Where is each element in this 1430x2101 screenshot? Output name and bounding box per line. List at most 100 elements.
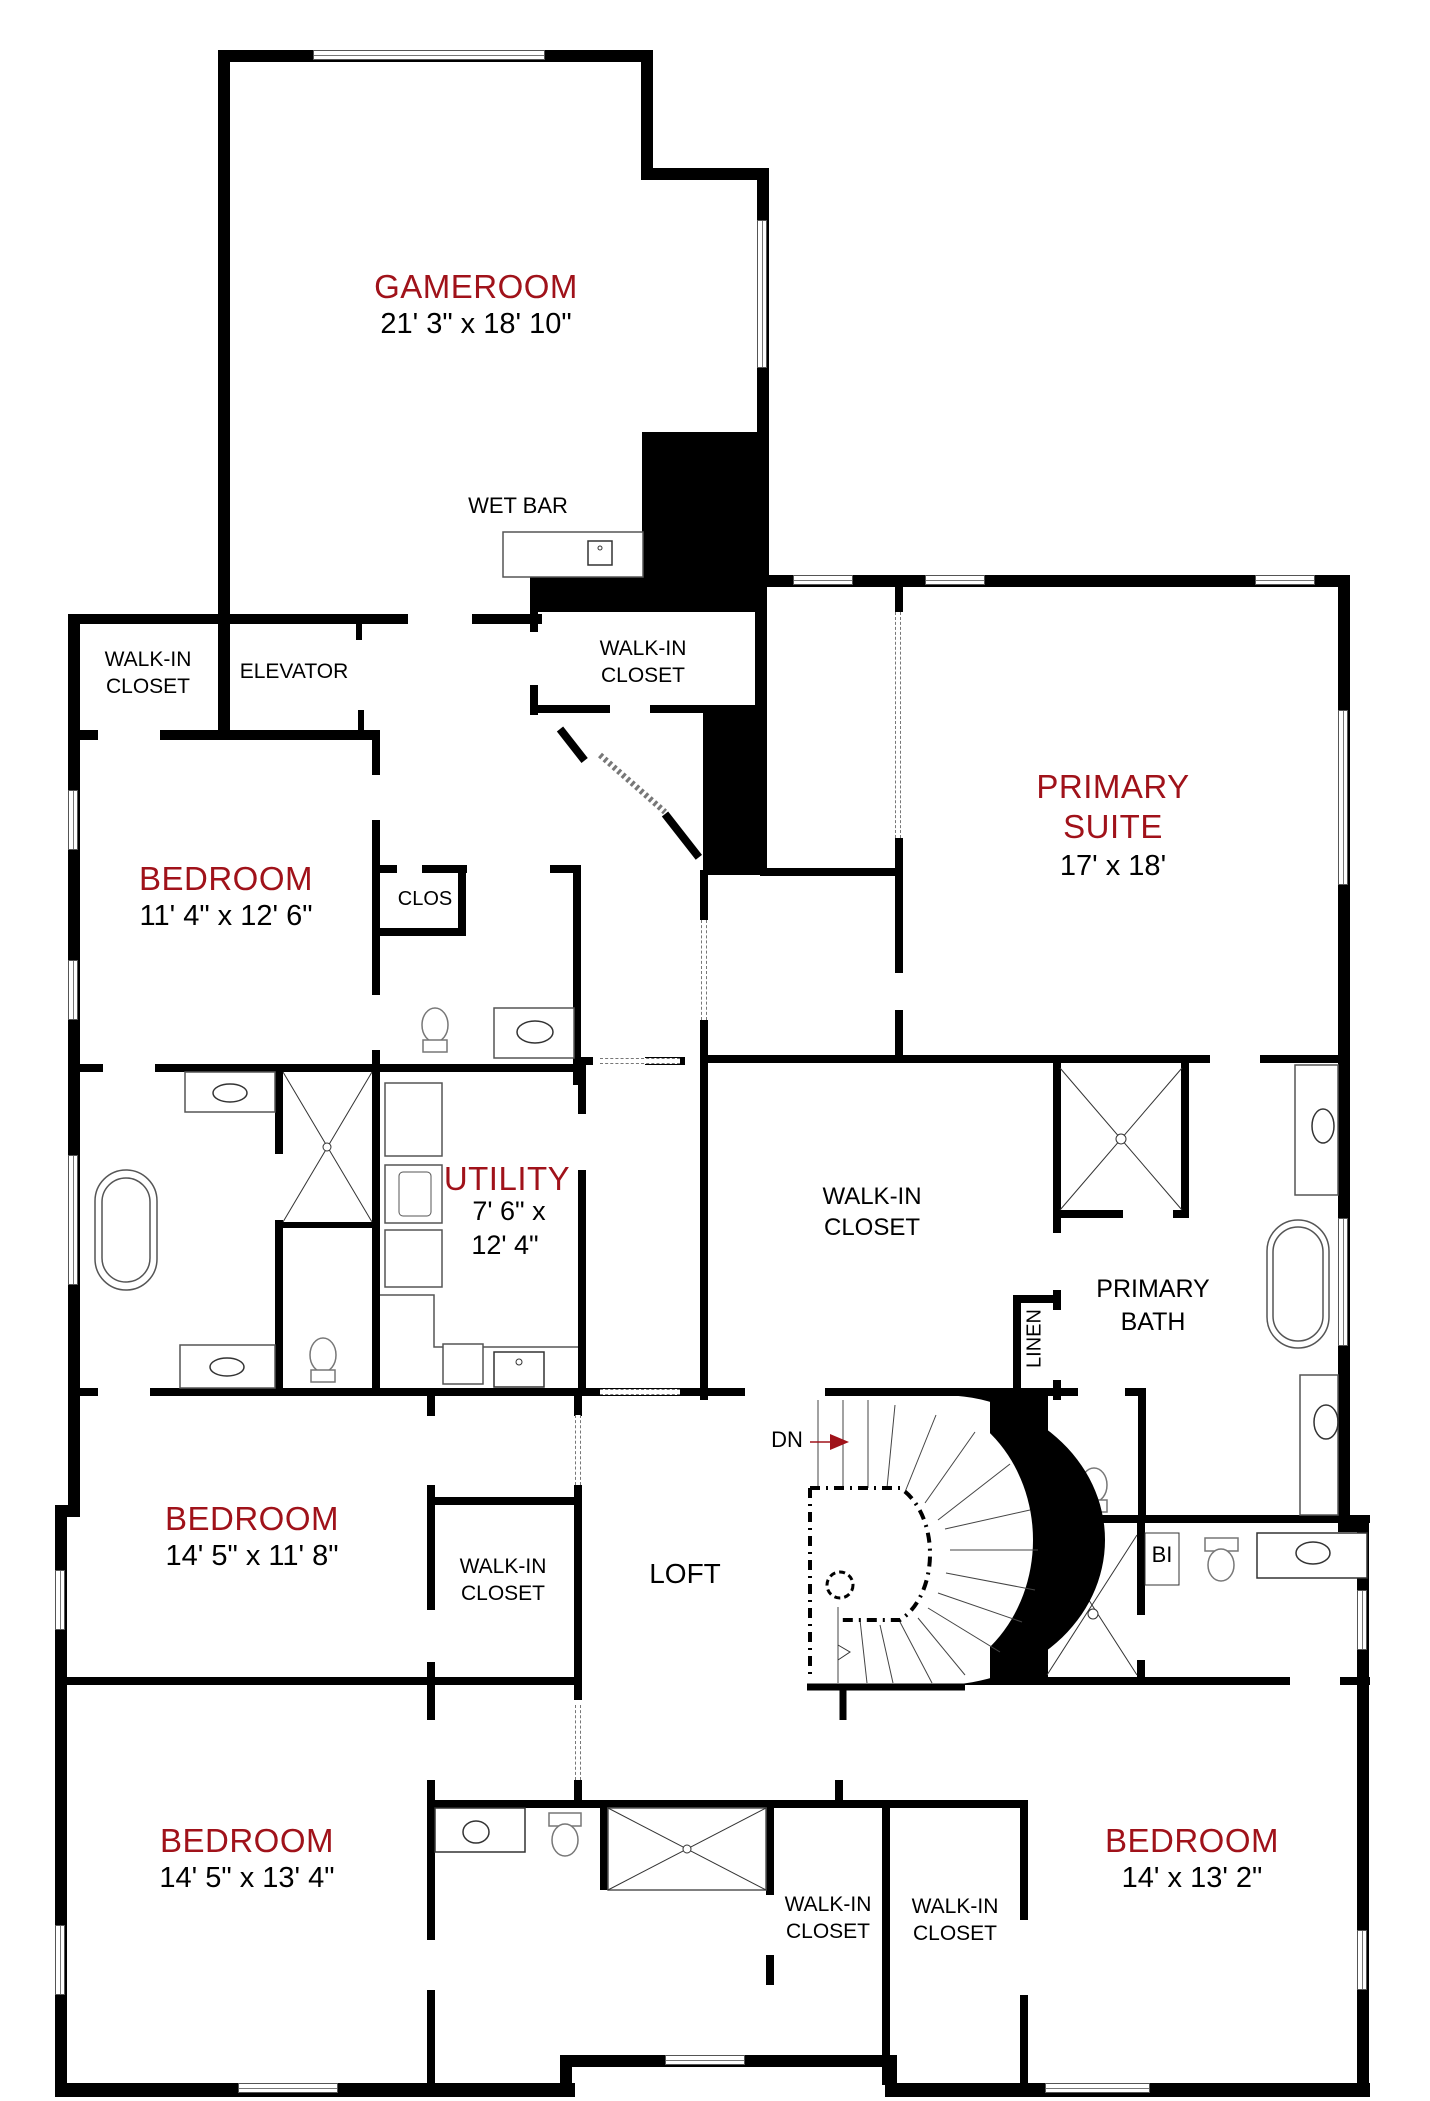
wall	[1173, 1210, 1188, 1218]
wall	[68, 614, 408, 624]
toilet-icon	[548, 1812, 582, 1857]
label-wet-bar: WET BAR	[468, 493, 568, 518]
wall	[700, 870, 708, 920]
wall	[882, 1800, 1025, 1808]
wall	[760, 868, 900, 876]
label-walkin-nw-1: WALK-IN	[104, 648, 192, 671]
wall	[372, 820, 380, 995]
sink-icon	[179, 1344, 276, 1389]
wall	[1137, 1515, 1145, 1615]
window	[1338, 710, 1348, 885]
wall	[372, 972, 380, 982]
wall	[55, 1677, 582, 1685]
shower-icon	[282, 1071, 373, 1223]
sink-icon	[1256, 1532, 1368, 1579]
sink-icon	[184, 1071, 276, 1113]
wall	[275, 1222, 375, 1228]
wall	[150, 1388, 705, 1396]
toilet-icon	[1204, 1537, 1239, 1582]
room-name-bedroom-3: BEDROOM	[164, 1500, 340, 1537]
window	[793, 575, 853, 585]
sink-icon	[493, 1007, 575, 1059]
shower-icon	[607, 1807, 767, 1891]
window	[55, 1925, 65, 1995]
window	[68, 960, 78, 1020]
room-name-primary-suite-2: SUITE	[1063, 808, 1163, 845]
wall	[574, 1680, 582, 1700]
down-arrow-icon	[810, 1434, 849, 1450]
wall	[766, 1800, 774, 1895]
opening	[701, 920, 707, 1020]
wall	[372, 928, 466, 936]
label-walkin-primary-2: CLOSET	[823, 1214, 921, 1241]
toilet-icon	[421, 1007, 449, 1053]
label-loft: LOFT	[649, 1558, 721, 1589]
wall	[574, 1396, 582, 1416]
wet-bar-sink-icon	[502, 531, 644, 578]
wall	[68, 1388, 98, 1396]
wall	[895, 1010, 903, 1060]
wall	[372, 865, 397, 873]
wall	[574, 1780, 582, 1805]
room-name-bedroom-4: BEDROOM	[159, 1822, 335, 1859]
wall	[427, 1990, 435, 2090]
room-name-bedroom-2: BEDROOM	[138, 860, 314, 897]
wet-bar-block	[530, 572, 762, 612]
wall	[1053, 1058, 1061, 1233]
wall	[700, 1020, 708, 1400]
wall	[1040, 1515, 1370, 1523]
wall	[427, 1800, 1027, 1808]
wall	[1340, 1677, 1370, 1685]
wall	[218, 50, 230, 740]
label-walkin-gameroom-2: CLOSET	[600, 664, 686, 687]
wall	[1260, 1055, 1345, 1063]
room-dims-bedroom-3: 14' 5" x 11' 8"	[165, 1540, 339, 1572]
opening	[895, 612, 901, 838]
wall	[895, 582, 903, 612]
label-walkin-bath-s-2: CLOSET	[785, 1920, 871, 1943]
wall	[1020, 1800, 1028, 1920]
wall	[600, 1800, 608, 1890]
label-walkin-gameroom-1: WALK-IN	[599, 637, 687, 660]
wall	[1053, 1388, 1078, 1396]
room-dims-bedroom-5: 14' x 13' 2"	[1121, 1862, 1263, 1894]
window	[1045, 2083, 1150, 2093]
wall	[1053, 1290, 1061, 1310]
chase-block	[703, 705, 761, 875]
label-primary-bath-2: BATH	[1120, 1308, 1186, 1336]
wall	[427, 1780, 435, 1940]
label-walkin-primary-1: WALK-IN	[822, 1183, 922, 1210]
label-walkin-bed5-2: CLOSET	[912, 1922, 998, 1945]
wall	[472, 614, 542, 624]
wall	[700, 1388, 745, 1396]
wall	[755, 575, 767, 875]
wall	[275, 1064, 283, 1154]
sink-icon	[1294, 1064, 1339, 1196]
sink-icon	[1299, 1374, 1339, 1516]
label-walkin-nw-2: CLOSET	[105, 675, 191, 698]
room-name-gameroom: GAMEROOM	[374, 268, 578, 305]
window	[1255, 575, 1315, 585]
wall	[530, 705, 610, 713]
wall	[427, 1396, 435, 1416]
window	[757, 220, 767, 368]
wall	[760, 575, 1350, 587]
window	[1357, 1590, 1367, 1650]
wall	[372, 730, 380, 775]
utility-appliances-icon	[380, 1082, 578, 1388]
wall	[68, 1064, 103, 1072]
wall	[641, 50, 653, 178]
spiral-staircase-icon	[807, 1395, 1105, 1720]
wall	[458, 865, 466, 935]
wall	[882, 1800, 890, 2085]
wall	[641, 168, 767, 180]
label-walkin-bed3-1: WALK-IN	[459, 1555, 547, 1578]
wall	[427, 1485, 435, 1610]
label-primary-bath-1: PRIMARY	[1096, 1275, 1210, 1303]
label-linen: LINEN	[1023, 1309, 1046, 1368]
wall	[573, 1057, 593, 1065]
wall	[372, 1064, 380, 1394]
opening	[600, 1389, 680, 1395]
